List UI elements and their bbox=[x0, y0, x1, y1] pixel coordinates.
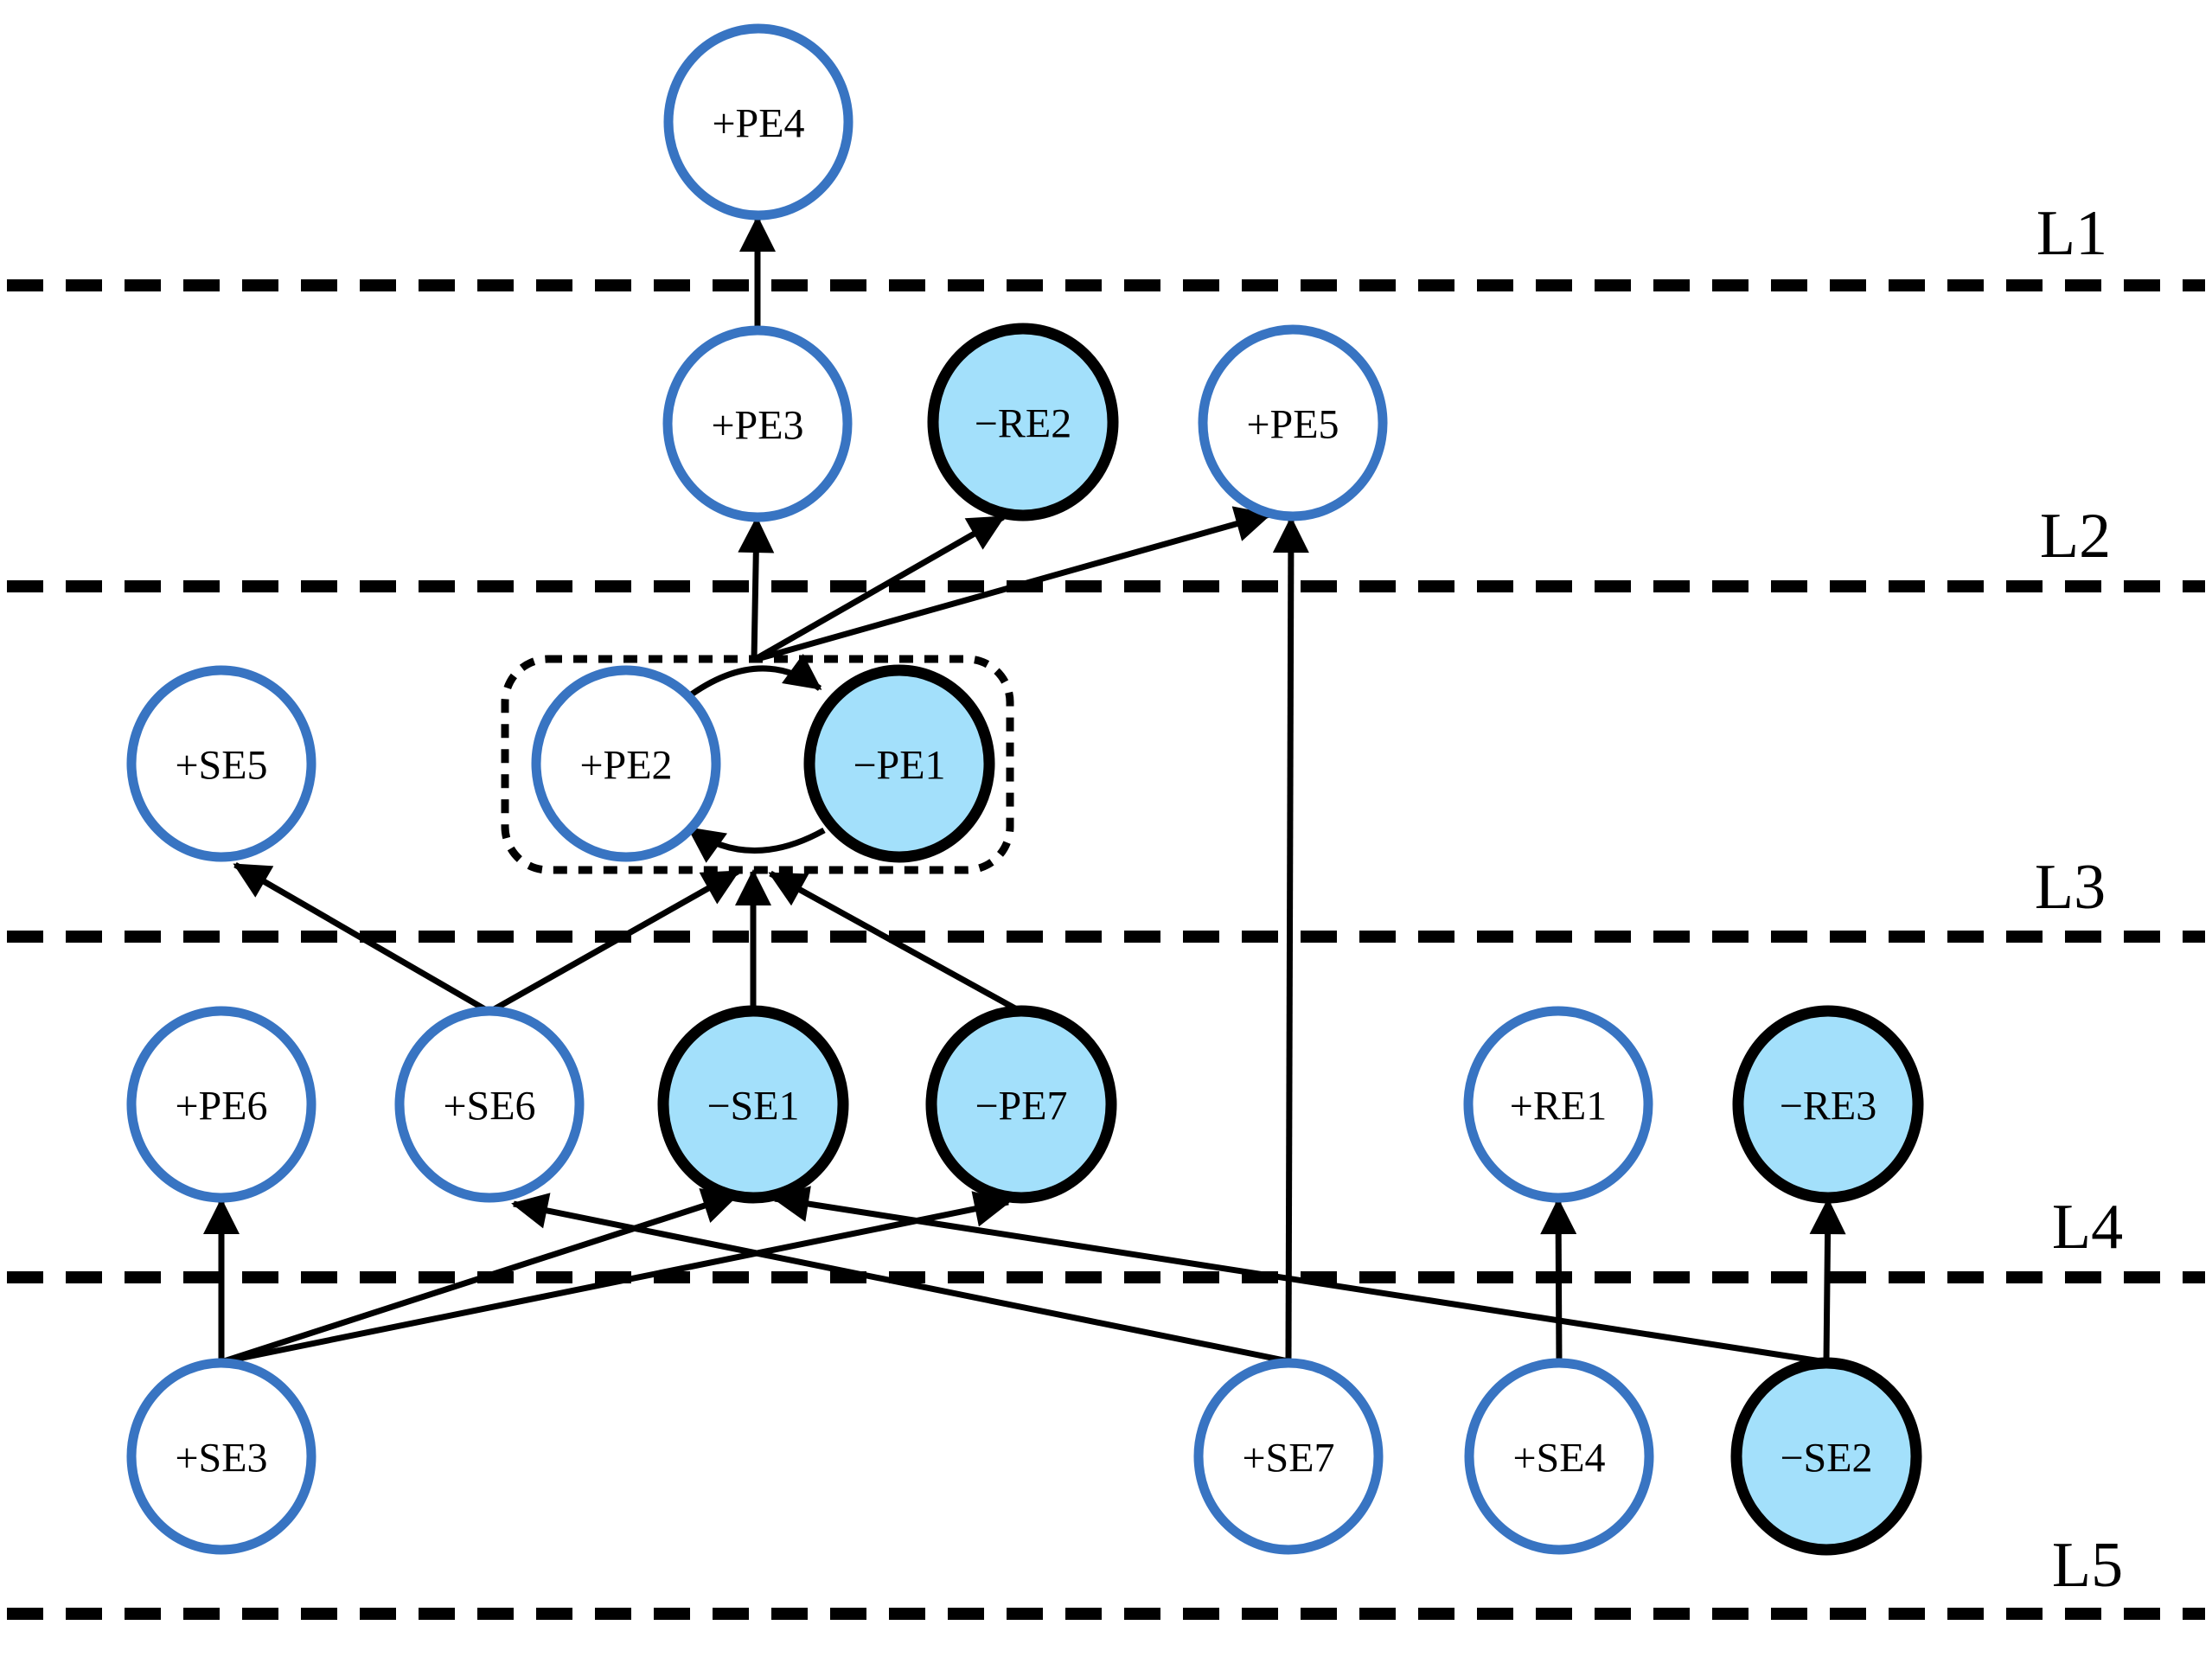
node-label-RE3: −RE3 bbox=[1780, 1084, 1876, 1129]
edge-PE7-to-PE2-PE1-group bbox=[768, 870, 1023, 1015]
edge-SE3-to-SE1 bbox=[220, 1188, 739, 1366]
node-label-SE4: +SE4 bbox=[1512, 1436, 1605, 1481]
node-SE7 bbox=[1193, 1358, 1384, 1555]
node-PE6 bbox=[126, 1006, 316, 1203]
node-label-PE4: +PE4 bbox=[712, 101, 804, 147]
edge-SE2-to-RE3 bbox=[1809, 1198, 1846, 1363]
edge-SE6-to-PE2-PE1-group bbox=[488, 868, 740, 1015]
node-PE3 bbox=[662, 325, 853, 522]
node-RE1 bbox=[1463, 1006, 1653, 1203]
edge-SE2-to-SE1 bbox=[772, 1186, 1827, 1366]
edge-SE4-to-RE1 bbox=[1540, 1198, 1577, 1363]
node-RE2 bbox=[927, 323, 1119, 521]
node-label-PE6: +PE6 bbox=[175, 1084, 267, 1129]
node-label-SE5: +SE5 bbox=[175, 743, 267, 789]
edge-PE2-PE1-group-to-PE3 bbox=[738, 516, 775, 661]
node-SE2 bbox=[1730, 1357, 1922, 1556]
node-PE7 bbox=[925, 1005, 1117, 1204]
node-label-SE7: +SE7 bbox=[1242, 1436, 1334, 1481]
node-label-SE3: +SE3 bbox=[175, 1436, 267, 1481]
layer-label-L2: L2 bbox=[2040, 501, 2111, 572]
node-label-RE2: −RE2 bbox=[975, 401, 1071, 447]
node-label-PE7: −PE7 bbox=[975, 1084, 1067, 1129]
layer-label-L5: L5 bbox=[2052, 1530, 2123, 1601]
edge-SE7-to-SE6 bbox=[511, 1193, 1289, 1365]
node-SE5 bbox=[126, 665, 316, 862]
node-PE5 bbox=[1198, 324, 1388, 521]
node-SE6 bbox=[394, 1006, 585, 1203]
node-label-SE1: −SE1 bbox=[706, 1084, 799, 1129]
node-SE4 bbox=[1464, 1358, 1654, 1555]
edge-SE7-to-PE5 bbox=[1272, 516, 1309, 1362]
node-label-RE1: +RE1 bbox=[1510, 1084, 1607, 1129]
node-PE1 bbox=[803, 664, 995, 863]
edge-PE1-to-PE2 bbox=[687, 826, 826, 863]
node-PE2 bbox=[531, 665, 721, 862]
edge-PE2-PE1-group-to-PE5 bbox=[753, 506, 1272, 663]
node-SE1 bbox=[657, 1005, 849, 1204]
node-label-SE6: +SE6 bbox=[443, 1084, 535, 1129]
layer-label-L4: L4 bbox=[2052, 1192, 2123, 1263]
node-label-PE1: −PE1 bbox=[853, 743, 945, 789]
node-label-PE5: +PE5 bbox=[1246, 402, 1339, 448]
edge-SE3-to-PE7 bbox=[221, 1191, 1011, 1366]
node-RE3 bbox=[1732, 1005, 1924, 1204]
layer-label-L1: L1 bbox=[2036, 198, 2107, 269]
edge-PE2-PE1-group-to-RE2 bbox=[752, 514, 1006, 663]
node-PE4 bbox=[663, 23, 853, 221]
layer-label-L3: L3 bbox=[2035, 852, 2106, 923]
edge-PE2-to-PE1 bbox=[684, 654, 822, 701]
node-SE3 bbox=[126, 1358, 316, 1555]
node-label-PE3: +PE3 bbox=[711, 403, 803, 449]
node-label-SE2: −SE2 bbox=[1780, 1436, 1872, 1481]
edge-SE6-to-SE5 bbox=[233, 861, 491, 1015]
node-label-PE2: +PE2 bbox=[579, 743, 672, 789]
